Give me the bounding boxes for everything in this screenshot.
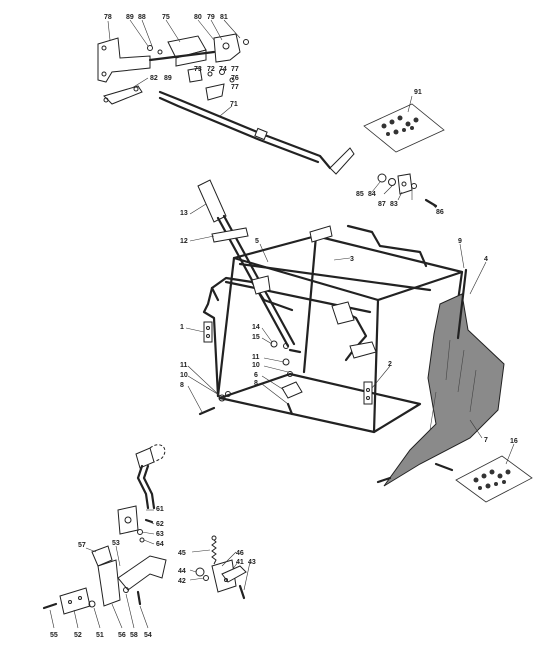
frame-leaders	[185, 203, 487, 439]
grass-bag	[376, 268, 505, 487]
hardware-kit-16	[455, 443, 533, 503]
label-63: 63	[156, 531, 164, 538]
label-82: 82	[150, 75, 158, 82]
label-80: 80	[194, 14, 202, 21]
label-3: 3	[350, 256, 354, 263]
label-14: 14	[252, 324, 260, 331]
label-16: 16	[510, 438, 518, 445]
label-75: 75	[162, 14, 170, 21]
label-51: 51	[96, 632, 104, 639]
label-77: 77	[231, 66, 239, 73]
label-58: 58	[130, 632, 138, 639]
label-62: 62	[156, 521, 164, 528]
label-43: 43	[248, 559, 256, 566]
label-4: 4	[484, 256, 488, 263]
label-9: 9	[458, 238, 462, 245]
label-86: 86	[436, 209, 444, 216]
label-45: 45	[178, 550, 186, 557]
label-88: 88	[138, 14, 146, 21]
label-85: 85	[356, 191, 364, 198]
label-64: 64	[156, 541, 164, 548]
spring-latch-assembly	[189, 535, 251, 600]
label-83: 83	[390, 201, 398, 208]
label-78: 78	[104, 14, 112, 21]
label-57: 57	[78, 542, 86, 549]
label-89: 89	[164, 75, 172, 82]
label-72: 72	[207, 66, 215, 73]
label-2: 2	[388, 361, 392, 368]
top-lever-assembly	[97, 19, 355, 175]
label-8: 8	[254, 380, 258, 387]
label-81: 81	[220, 14, 228, 21]
label-15: 15	[252, 334, 260, 341]
label-13: 13	[180, 210, 188, 217]
pedal-assembly	[117, 444, 166, 545]
label-84: 84	[368, 191, 376, 198]
label-91: 91	[414, 89, 422, 96]
label-71: 71	[230, 101, 238, 108]
label-12: 12	[180, 238, 188, 245]
label-56: 56	[118, 632, 126, 639]
label-73: 73	[194, 66, 202, 73]
label-79: 79	[207, 14, 215, 21]
label-6: 6	[254, 372, 258, 379]
label-10: 10	[252, 362, 260, 369]
label-54: 54	[144, 632, 152, 639]
label-53: 53	[112, 540, 120, 547]
label-87: 87	[378, 201, 386, 208]
label-55: 55	[50, 632, 58, 639]
latch-assembly	[42, 545, 167, 629]
label-61: 61	[156, 506, 164, 513]
label-1: 1	[180, 324, 184, 331]
label-76: 76	[231, 75, 239, 82]
label-89: 89	[126, 14, 134, 21]
label-52: 52	[74, 632, 82, 639]
label-74: 74	[219, 66, 227, 73]
label-46: 46	[236, 550, 244, 557]
label-77: 77	[231, 84, 239, 91]
label-11: 11	[180, 362, 188, 369]
hardware-kit-91	[363, 95, 445, 153]
small-parts-group	[371, 173, 438, 209]
catcher-frame	[198, 224, 464, 434]
label-5: 5	[255, 238, 259, 245]
label-10: 10	[180, 372, 188, 379]
lift-handle	[197, 179, 296, 348]
label-11: 11	[252, 354, 260, 361]
label-41: 41	[236, 559, 244, 566]
label-7: 7	[484, 437, 488, 444]
label-42: 42	[178, 578, 186, 585]
label-8: 8	[180, 382, 184, 389]
label-44: 44	[178, 568, 186, 575]
